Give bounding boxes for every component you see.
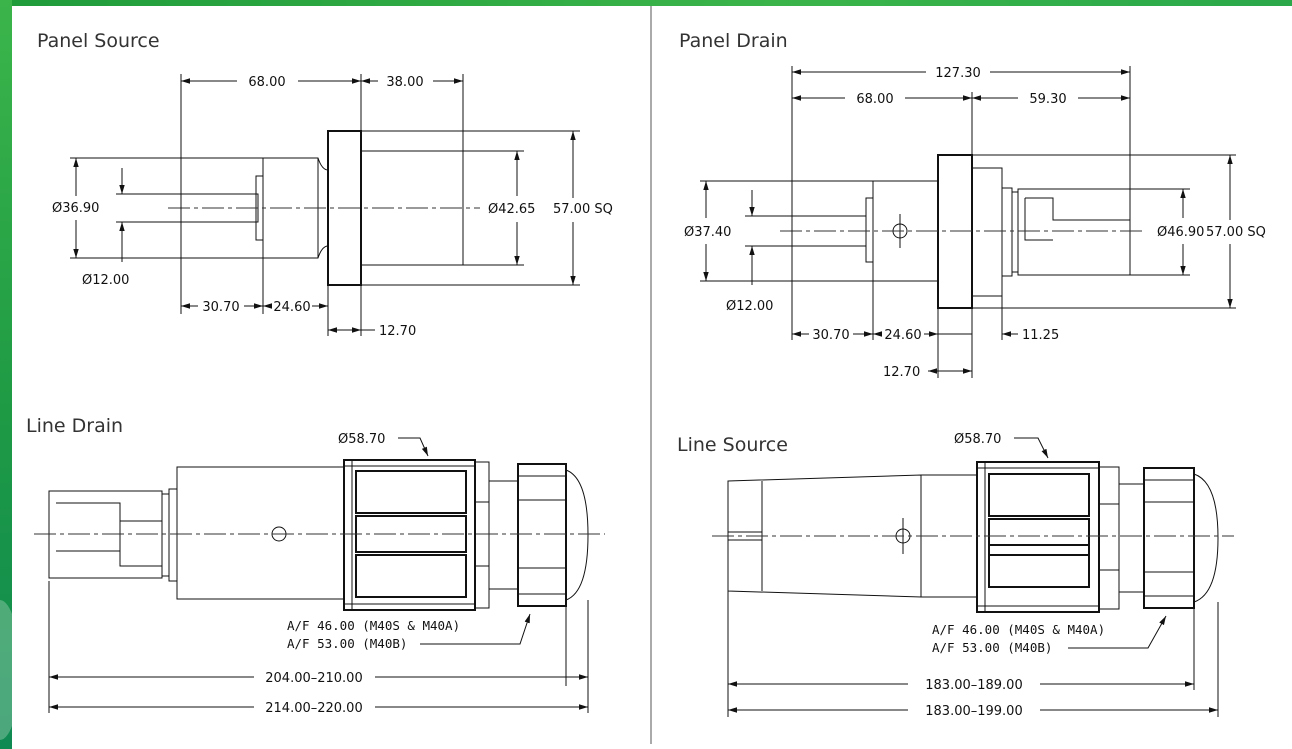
dim-11-25: 11.25 [1022,328,1059,343]
cap [1193,473,1219,603]
dim-214-220: 214.00–220.00 [265,701,362,716]
dim-68: 68.00 [856,92,893,107]
rear-body [360,150,464,266]
line-source-title: Line Source [677,434,788,456]
gland [517,463,567,607]
coupling-nut [343,459,476,611]
dim-38: 38.00 [386,75,423,90]
dim-183-199: 183.00–199.00 [925,704,1022,719]
panel-drain-title: Panel Drain [679,30,788,52]
dim-dia-58-70: Ø58.70 [954,432,1001,447]
dim-127-30: 127.30 [935,66,981,81]
dim-dia-12: Ø12.00 [82,273,129,288]
cap [565,469,589,601]
rear-body [1017,188,1131,276]
main-body [176,466,345,600]
dim-dia-58-70: Ø58.70 [338,432,385,447]
top-accent-bar [0,0,1292,6]
dim-30-70: 30.70 [202,300,239,315]
dim-183-189: 183.00–189.00 [925,678,1022,693]
panel-source-title: Panel Source [37,30,160,52]
dim-59-30: 59.30 [1029,92,1066,107]
dim-30-70: 30.70 [812,328,849,343]
dim-dia-46-90: Ø46.90 [1157,225,1204,240]
af-note-1: A/F 46.00 (M40S & M40A) [932,622,1105,637]
dim-dia-12: Ø12.00 [726,299,773,314]
dim-dia-37-40: Ø37.40 [684,225,731,240]
dim-dia-42-65: Ø42.65 [488,202,535,217]
coupling-nut [976,461,1100,613]
dim-24-60: 24.60 [273,300,310,315]
line-source-view: Line Source [677,432,1234,719]
dim-204-210: 204.00–210.00 [265,671,362,686]
line-drain-view: Line Drain [26,415,605,716]
panel-source-view: Panel Source [37,30,613,339]
af-note-1: A/F 46.00 (M40S & M40A) [287,618,460,633]
dim-12-70: 12.70 [379,324,416,339]
dim-57-sq: 57.00 SQ [553,202,613,217]
af-note-2: A/F 53.00 (M40B) [932,640,1052,655]
af-note-2: A/F 53.00 (M40B) [287,636,407,651]
line-drain-title: Line Drain [26,415,123,437]
dim-dia-36-90: Ø36.90 [52,201,99,216]
dim-12-70: 12.70 [883,365,920,380]
dim-68: 68.00 [248,75,285,90]
drawing-paper [12,6,1292,749]
panel-drain-view: Panel Drain [679,30,1266,380]
dim-57-sq: 57.00 SQ [1206,225,1266,240]
gland [1143,467,1195,609]
dim-24-60: 24.60 [884,328,921,343]
